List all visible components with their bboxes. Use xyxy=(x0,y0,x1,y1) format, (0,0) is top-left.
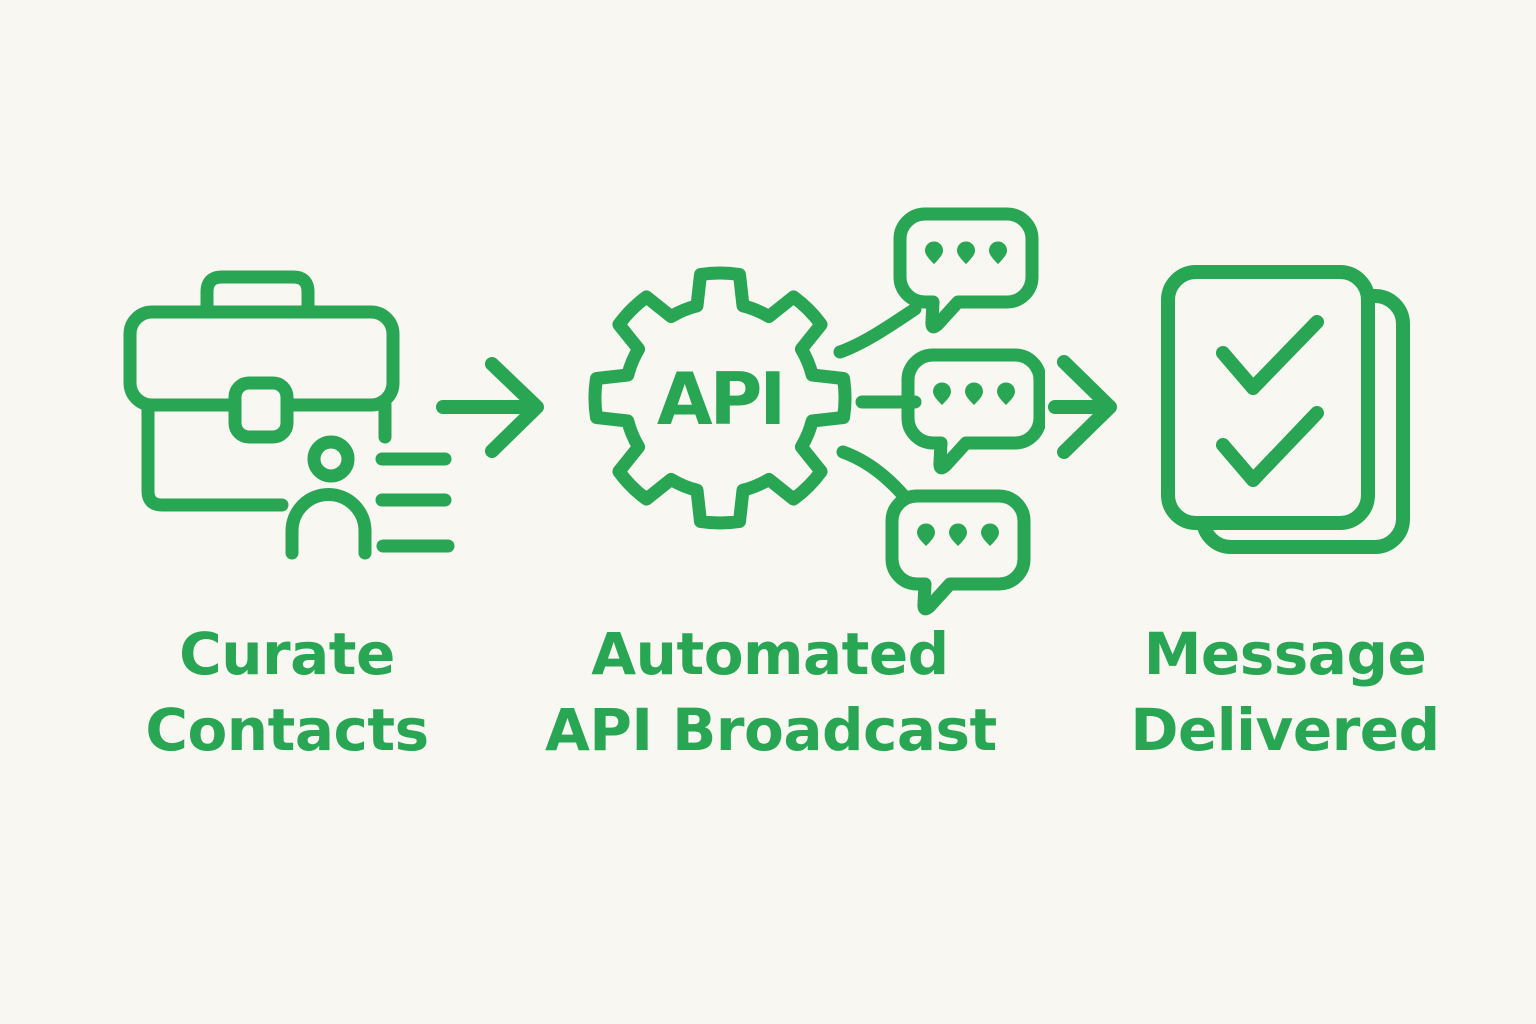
step-label-line: Message xyxy=(1143,620,1427,688)
checkmark-icon xyxy=(1216,406,1324,487)
broadcast-line-bottom xyxy=(836,445,910,502)
contact-person-icon xyxy=(285,435,455,560)
briefcase-contacts-icon xyxy=(115,258,465,568)
step-label-message-delivered: Message Delivered xyxy=(1085,616,1485,768)
briefcase-body-left xyxy=(141,398,289,512)
documents-checked-icon xyxy=(1155,255,1430,565)
person-head xyxy=(307,435,355,483)
gear-icon xyxy=(588,266,852,530)
api-gear-broadcast-icon: API xyxy=(555,195,1045,625)
broadcast-line-top xyxy=(833,302,922,359)
step-label-line: Contacts xyxy=(145,696,429,764)
step-label-line: Curate xyxy=(179,620,395,688)
speech-bubble-icon xyxy=(908,355,1040,468)
step-label-curate-contacts: Curate Contacts xyxy=(87,616,487,768)
briefcase-handle xyxy=(200,270,315,319)
arrow-right-icon xyxy=(1042,348,1122,460)
step-label-line: API Broadcast xyxy=(545,696,997,764)
step-label-automated-api-broadcast: Automated API Broadcast xyxy=(545,616,997,768)
briefcase-buckle xyxy=(228,376,294,444)
gear-api-text: API xyxy=(657,357,783,441)
speech-bubble-icon xyxy=(892,496,1024,609)
briefcase-icon xyxy=(123,270,400,512)
checkmark-icon xyxy=(1216,315,1324,395)
step-label-line: Automated xyxy=(591,620,949,688)
front-document xyxy=(1161,265,1375,530)
arrow-right-icon xyxy=(430,353,548,458)
step-label-line: Delivered xyxy=(1130,696,1440,764)
person-shoulders xyxy=(285,488,372,560)
